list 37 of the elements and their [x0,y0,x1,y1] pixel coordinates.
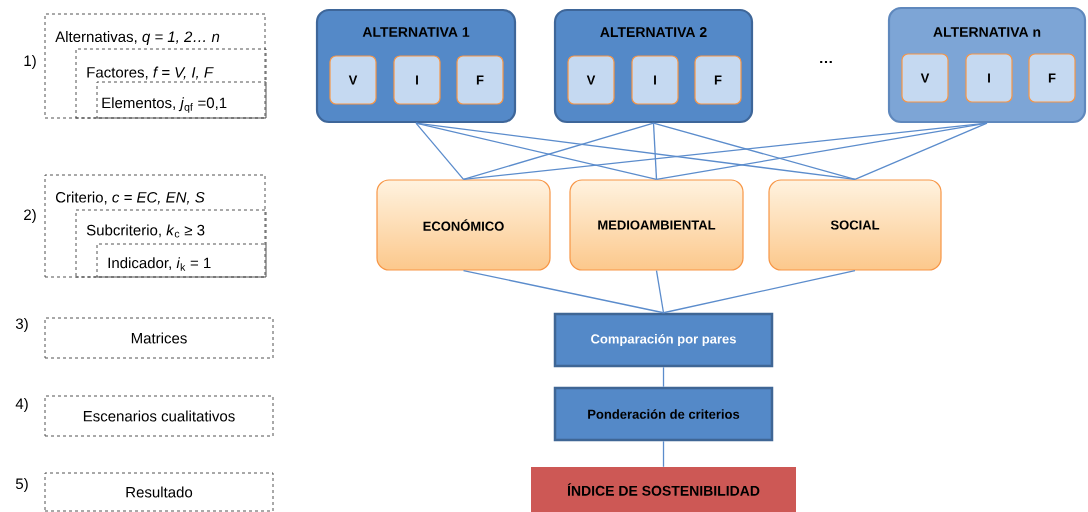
ellipsis: … [820,60,832,64]
dashed-box: Matrices [44,317,274,359]
connector-line [662,366,665,388]
factor-box: F [1028,53,1076,103]
factor-box: I [631,55,679,105]
connector-line [462,269,665,314]
dashed-box: Elementos, j$_{qf}$ =0,1 [96,81,267,119]
connector-line [652,122,658,181]
connector-line [662,440,665,468]
factor-box: F [694,55,742,105]
connector-line [462,122,655,181]
dashed-box: Escenarios cualitativos [44,395,274,437]
factor-box: V [329,55,377,105]
step-number: 5) [15,478,28,492]
factor-box: V [567,55,615,105]
step-number: 4) [15,398,28,412]
factor-box: I [393,55,441,105]
criterion-box: MEDIOAMBIENTAL [569,179,744,271]
factor-box: F [456,55,504,105]
connector-line [655,269,665,314]
result-box: ÍNDICE DE SOSTENIBILIDAD [531,467,796,512]
connector-line [662,269,856,314]
connector-line [415,122,465,181]
connector-line [415,122,856,181]
dashed-box: Indicador, i$_{k}$ = 1 [96,243,267,278]
dashed-box: Resultado [44,472,274,512]
criterion-box: SOCIAL [768,179,942,271]
connector-line [652,122,856,181]
process-box: Comparación por pares [553,312,774,368]
factor-box: I [965,53,1013,103]
step-number: 3) [15,318,28,332]
criterion-box: ECONÓMICO [376,179,551,271]
step-number: 1) [24,55,36,69]
connector-line [854,122,988,181]
process-box: Ponderación de criterios [553,386,774,442]
factor-box: V [901,53,949,103]
step-number: 2) [24,209,36,223]
